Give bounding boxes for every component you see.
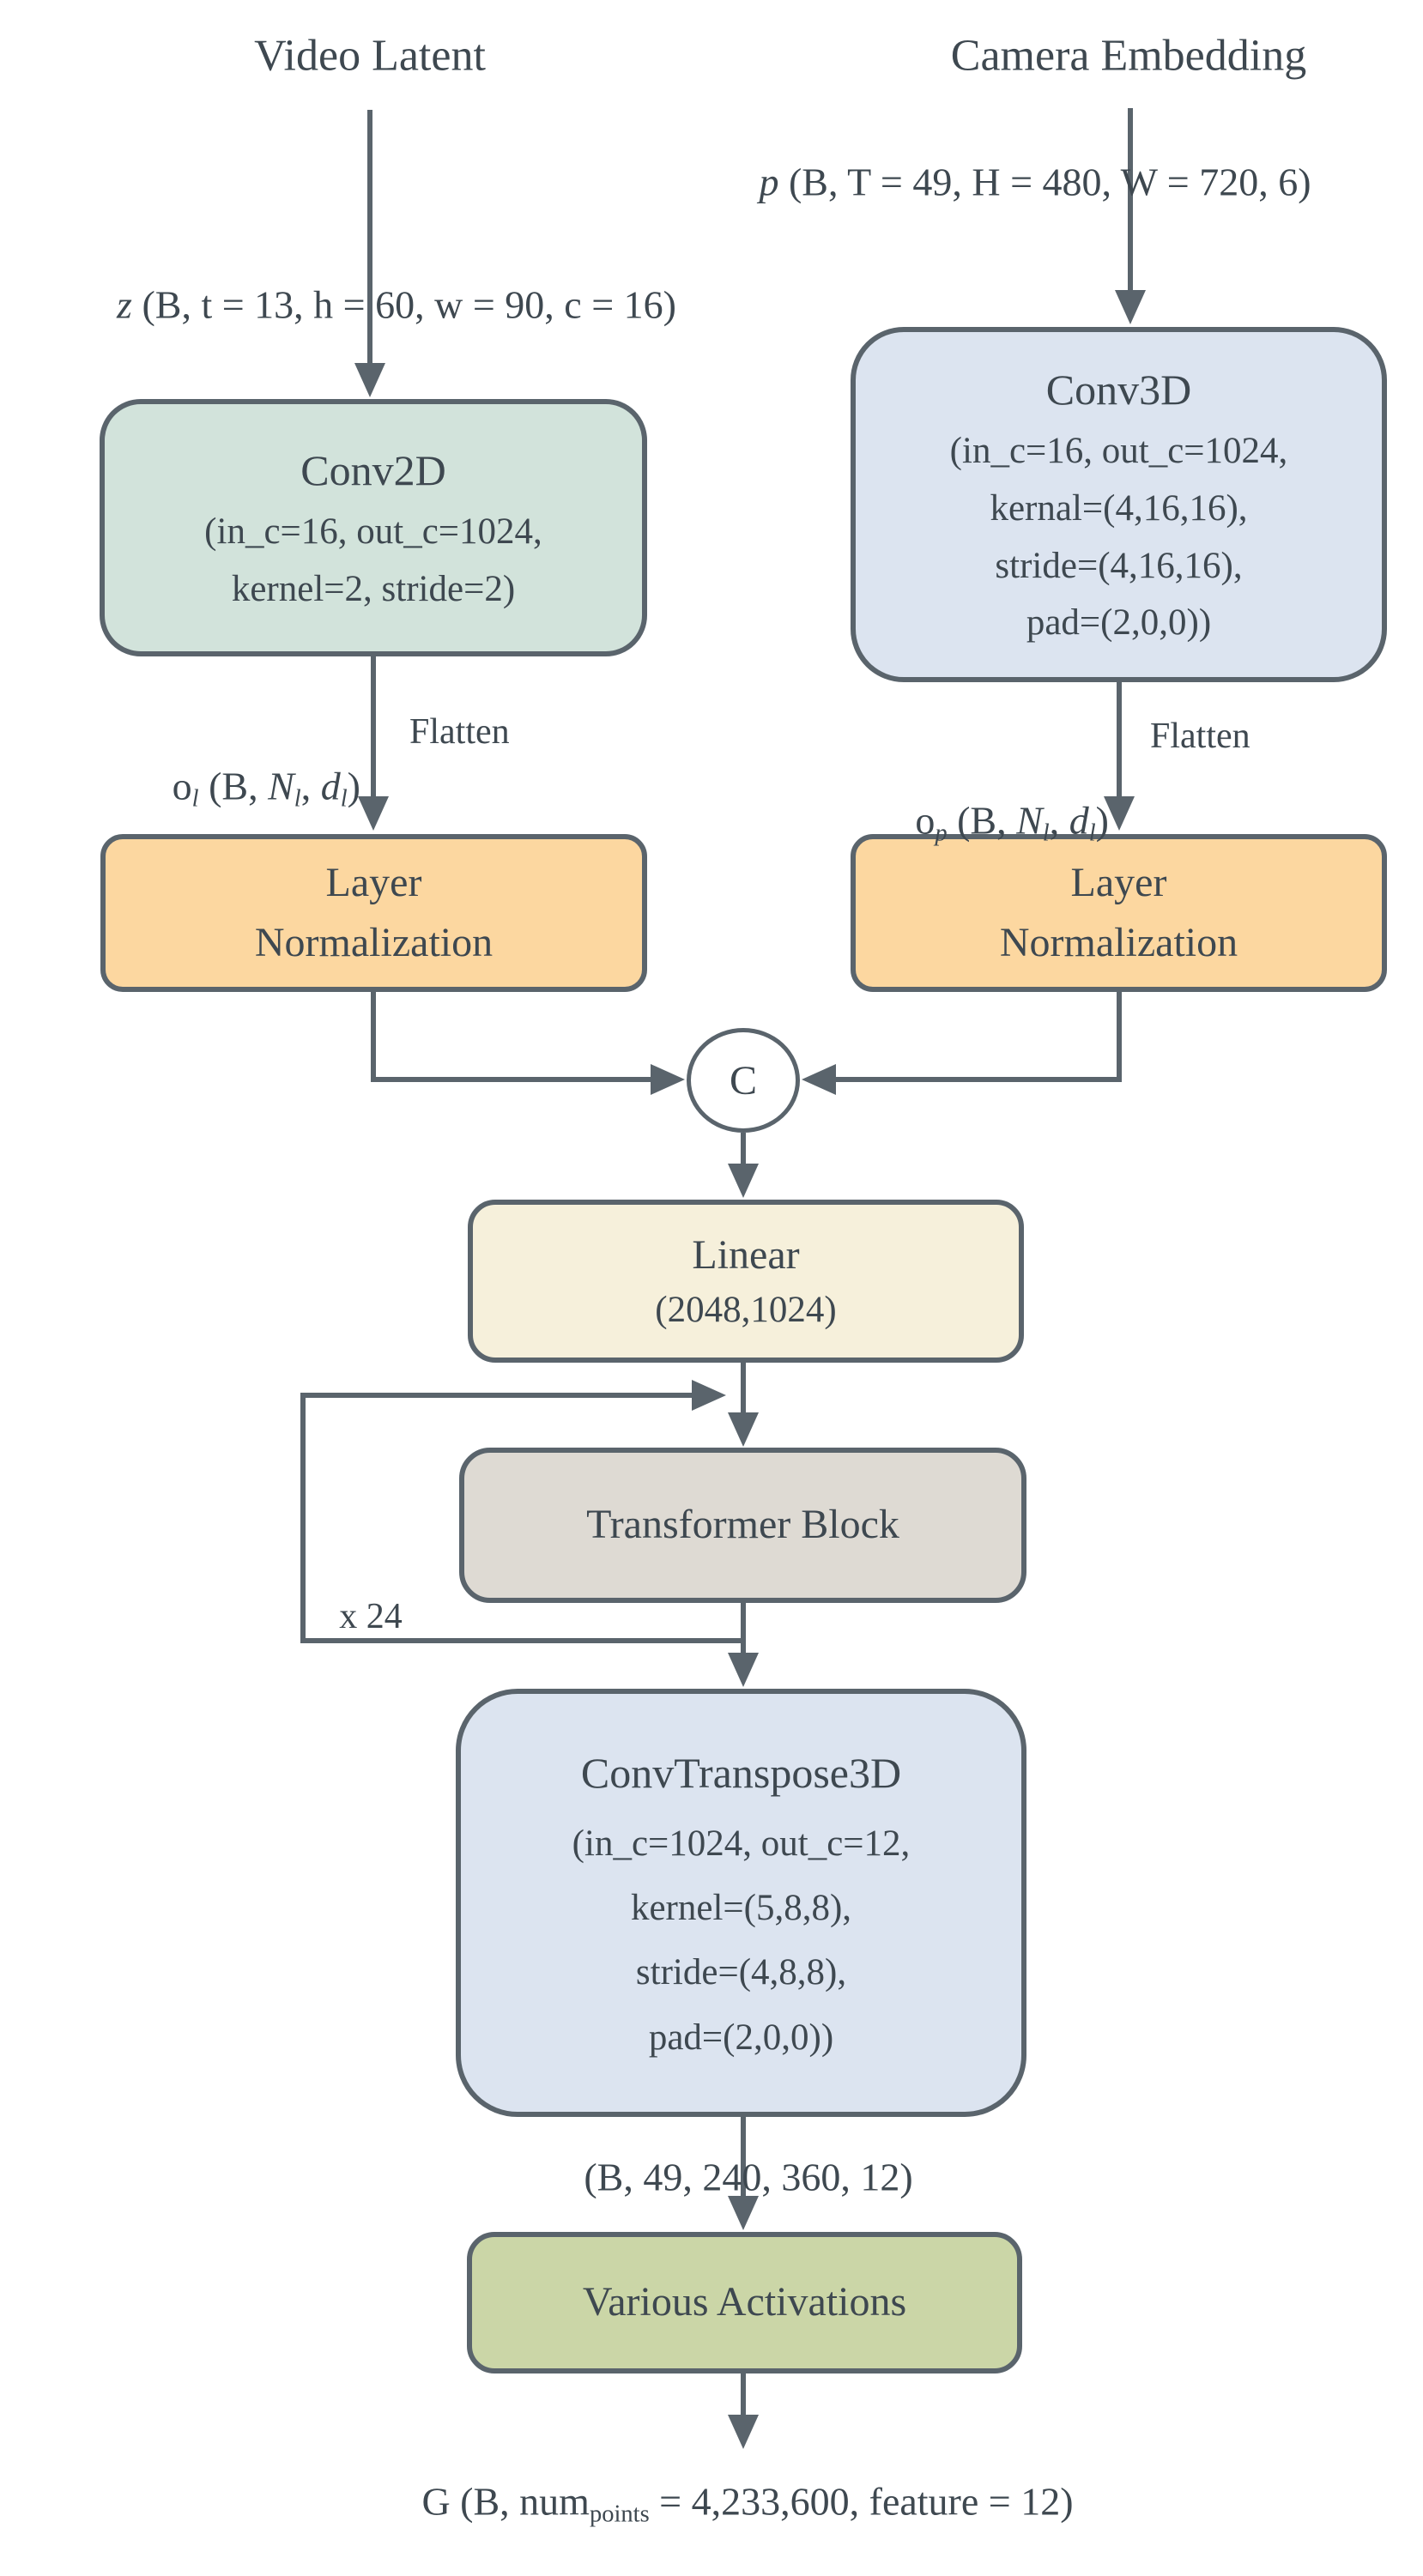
ol-N: N <box>268 764 294 808</box>
arrowhead-into-linear <box>728 1164 759 1198</box>
ol-shape-label: ol (B, Nl, dl) <box>172 764 360 813</box>
arrowhead-into-convtranspose <box>728 1653 759 1687</box>
arrowhead-into-activations <box>728 2196 759 2230</box>
op-N-sub: l <box>1042 819 1050 847</box>
conv3d-params-line2: kernal=(4,16,16), <box>990 488 1248 529</box>
edge-layernorm-left-to-concat <box>371 992 675 1082</box>
final-points-sub: points <box>589 2500 650 2528</box>
camera-shape-label: p (B, T = 49, H = 480, W = 720, 6) <box>759 160 1311 205</box>
video-latent-title: Video Latent <box>254 31 486 81</box>
ol-d-sub: l <box>340 785 348 813</box>
op-d-sub: l <box>1088 819 1096 847</box>
z-var: z <box>117 282 132 327</box>
conv3d-params-line3: stride=(4,16,16), <box>995 545 1243 586</box>
conv2d-params-line1: (in_c=16, out_c=1024, <box>204 511 542 553</box>
final-output-label: G (B, numpoints = 4,233,600, feature = 1… <box>421 2479 1074 2528</box>
arrowhead-output <box>728 2415 759 2449</box>
ol-close: ) <box>347 764 360 808</box>
op-d: d <box>1069 798 1089 843</box>
convtranspose3d-node: ConvTranspose3D (in_c=1024, out_c=12, ke… <box>456 1689 1026 2117</box>
latent-shape-label: z (B, t = 13, h = 60, w = 90, c = 16) <box>117 282 676 328</box>
transformer-block-node: Transformer Block <box>459 1448 1026 1603</box>
arrowhead-into-conv3d <box>1115 290 1146 324</box>
decoder-output-shape-label: (B, 49, 240, 360, 12) <box>584 2155 913 2199</box>
ol-N-sub: l <box>294 785 301 813</box>
op-open: (B, <box>947 798 1017 843</box>
various-activations-node: Various Activations <box>467 2232 1022 2373</box>
layernorm-right-line1: Layer <box>1070 860 1167 906</box>
arrowhead-into-conv2d <box>354 363 385 397</box>
flatten-label-left: Flatten <box>409 712 510 752</box>
conv2d-params-line2: kernel=2, stride=2) <box>231 568 516 609</box>
linear-params: (2048,1024) <box>655 1289 837 1330</box>
convtranspose3d-params-line4: pad=(2,0,0)) <box>648 2017 834 2058</box>
arrowhead-loop-rejoin <box>692 1380 726 1411</box>
ol-comma: , <box>300 764 321 808</box>
op-var-sub: p <box>935 819 948 847</box>
op-shape-label: op (B, Nl, dl) <box>915 798 1109 847</box>
conv2d-node: Conv2D (in_c=16, out_c=1024, kernel=2, s… <box>100 399 647 656</box>
concat-node: C <box>687 1028 800 1133</box>
linear-title: Linear <box>692 1232 800 1279</box>
ol-var: o <box>172 764 192 808</box>
ol-var-sub: l <box>191 785 199 813</box>
op-comma: , <box>1049 798 1069 843</box>
flatten-label-right: Flatten <box>1150 717 1250 756</box>
convtranspose3d-title: ConvTranspose3D <box>580 1749 902 1798</box>
linear-node: Linear (2048,1024) <box>468 1200 1024 1363</box>
edge-transformer-loop <box>300 1393 746 1643</box>
layernorm-left-node: Layer Normalization <box>100 834 647 992</box>
layernorm-left-line2: Normalization <box>254 920 494 965</box>
op-N: N <box>1016 798 1043 843</box>
concat-label: C <box>729 1057 757 1104</box>
ol-open: (B, <box>198 764 269 808</box>
final-rest: = 4,233,600, feature = 12) <box>649 2479 1074 2524</box>
arrowhead-into-transformer <box>728 1412 759 1447</box>
arrowhead-into-layernorm-left <box>358 796 389 831</box>
arrowhead-into-concat-left <box>651 1064 685 1095</box>
conv3d-title: Conv3D <box>1045 365 1192 414</box>
conv2d-title: Conv2D <box>300 445 446 494</box>
loop-count-label: x 24 <box>339 1597 403 1636</box>
final-open: (B, num <box>450 2479 590 2524</box>
conv3d-node: Conv3D (in_c=16, out_c=1024, kernal=(4,1… <box>851 327 1387 682</box>
convtranspose3d-params-line1: (in_c=1024, out_c=12, <box>572 1823 911 1864</box>
arrowhead-into-concat-right <box>802 1064 836 1095</box>
layernorm-right-node: Layer Normalization <box>851 834 1387 992</box>
layernorm-left-line1: Layer <box>325 860 422 906</box>
convtranspose3d-params-line2: kernel=(5,8,8), <box>630 1888 852 1928</box>
conv3d-params-line4: pad=(2,0,0)) <box>1026 602 1212 644</box>
transformer-title: Transformer Block <box>586 1502 899 1548</box>
op-var: o <box>915 798 936 843</box>
p-var: p <box>759 160 779 204</box>
layernorm-right-line2: Normalization <box>999 920 1238 965</box>
convtranspose3d-params-line3: stride=(4,8,8), <box>635 1952 847 1993</box>
arrowhead-into-layernorm-right <box>1104 796 1135 831</box>
p-shape: (B, T = 49, H = 480, W = 720, 6) <box>778 160 1311 204</box>
camera-embedding-title: Camera Embedding <box>950 31 1307 81</box>
ol-d: d <box>320 764 341 808</box>
final-G: G <box>421 2479 451 2524</box>
edge-layernorm-right-to-concat <box>812 992 1122 1082</box>
conv3d-params-line1: (in_c=16, out_c=1024, <box>949 431 1288 472</box>
op-close: ) <box>1095 798 1109 843</box>
z-shape: (B, t = 13, h = 60, w = 90, c = 16) <box>131 282 676 327</box>
various-activations-title: Various Activations <box>582 2279 907 2325</box>
